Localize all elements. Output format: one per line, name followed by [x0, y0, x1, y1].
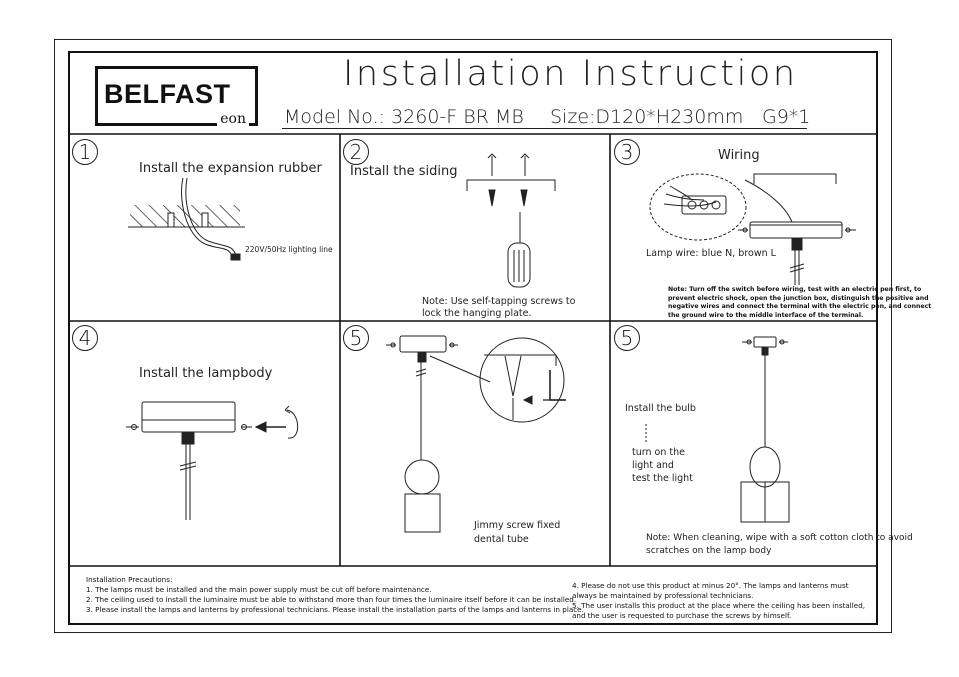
brand-logo: BELFAST eon	[95, 66, 258, 127]
step-2-number: 2	[343, 139, 369, 165]
step-6-title: Install the bulb	[625, 403, 696, 414]
step-1-wire-label: 220V/50Hz lighting line	[245, 245, 333, 254]
step-1-title: Install the expansion rubber	[139, 161, 322, 176]
step-3-number: 3	[614, 139, 640, 165]
step-3-note-line-4: the ground wire to the middle interface …	[668, 311, 864, 319]
brand-sub: eon	[217, 111, 249, 127]
step-6-line-2: light and	[632, 460, 674, 471]
step-5-number: 5	[343, 325, 369, 351]
step-6-note-1: Note: When cleaning, wipe with a soft co…	[646, 533, 913, 543]
precaution-5: 5. The user installs this product at the…	[572, 601, 866, 620]
precaution-3: 3. Please install the lamps and lanterns…	[86, 605, 584, 614]
step-2-note-1: Note: Use self-tapping screws to	[422, 296, 576, 307]
step-5-note-1: Jimmy screw fixed	[474, 520, 561, 531]
step-3-lamp-wire: Lamp wire: blue N, brown L	[646, 248, 776, 259]
step-6-number: 5	[614, 325, 640, 351]
step-6-line-3: test the light	[632, 473, 693, 484]
step-5-note-2: dental tube	[474, 534, 529, 545]
brand-name: BELFAST	[104, 79, 231, 109]
step-3-note-line-2: prevent electric shock, open the junctio…	[668, 294, 929, 302]
model-number: Model No.: 3260-F BR MB	[284, 106, 524, 128]
step-6-line-1: turn on the	[632, 447, 685, 458]
panel-grid	[68, 133, 878, 567]
siding-drawing	[466, 153, 556, 288]
expansion-rubber-drawing	[128, 177, 245, 261]
bulb-spec: G9*1	[762, 106, 811, 128]
outer-frame	[54, 39, 892, 633]
step-3-note-line-3: negative wires and connect the terminal …	[668, 303, 932, 310]
inner-frame	[68, 51, 878, 625]
precaution-4: 4. Please do not use this product at min…	[572, 581, 849, 600]
lampbody-drawing	[126, 401, 299, 520]
precaution-1: 1. The lamps must be installed and the m…	[86, 585, 432, 594]
step-4-number: 4	[72, 325, 98, 351]
step-3-title: Wiring	[718, 148, 760, 163]
step-4-title: Install the lampbody	[139, 366, 273, 381]
precaution-2: 2. The ceiling used to install the lumin…	[86, 595, 577, 604]
step-1-number: 1	[72, 139, 98, 165]
pendant-bulb-drawing	[645, 336, 790, 523]
pendant-detail-drawing	[386, 335, 566, 533]
step-2-title: Install the siding	[350, 164, 458, 179]
precautions-title: Installation Precautions:	[86, 575, 173, 584]
wiring-drawing	[649, 173, 856, 285]
step-3-note-line-1: Note: Turn off the switch before wiring,…	[668, 286, 922, 293]
step-2-note-2: lock the hanging plate.	[422, 308, 532, 319]
size-spec: Size:D120*H230mm	[550, 106, 744, 128]
document-title: Installation Instruction	[343, 54, 798, 94]
step-6-note-2: scratches on the lamp body	[646, 546, 772, 556]
header-underline	[282, 128, 807, 129]
